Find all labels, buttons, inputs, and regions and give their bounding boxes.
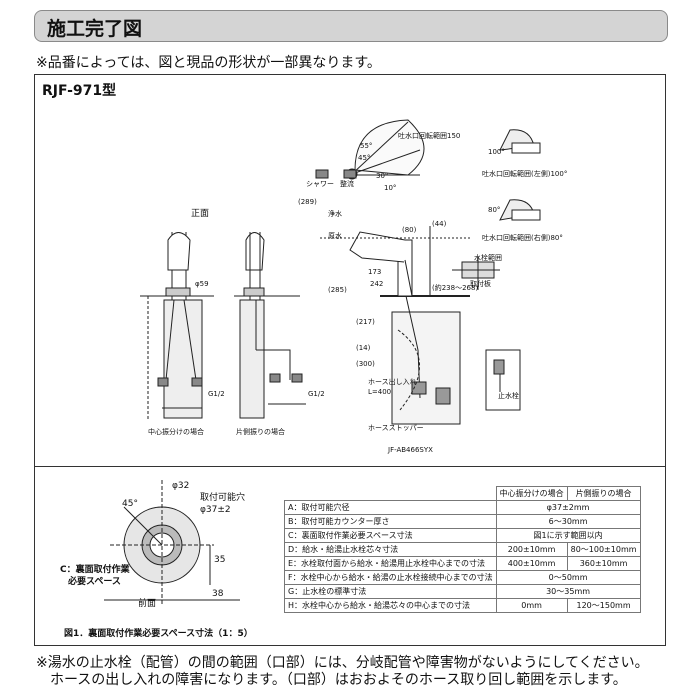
figure1-caption: 図1．裏面取付作業必要スペース寸法（1：5）	[64, 629, 253, 639]
table-row: G：止水栓の標準寸法 30〜35mm	[284, 584, 641, 599]
bottom-note: ※湯水の止水栓（配管）の間の範囲（口部）には、分岐配管や障害物がないようにしてく…	[36, 655, 676, 689]
fig1-dim-35: 35	[214, 555, 225, 565]
rotation-views	[499, 129, 541, 221]
dim-173: 173	[368, 268, 381, 276]
g12-label-2: G1/2	[308, 390, 325, 398]
drawing-frame	[34, 74, 666, 646]
fig1-front: 前面	[138, 597, 156, 609]
center-split-caption: 中心振分けの場合	[148, 427, 204, 436]
variation-note: ※品番によっては、図と現品の形状が一部異なります。	[36, 55, 381, 71]
table-row: A：取付可能穴径 φ37±2mm	[284, 500, 641, 515]
hose-stopper-label: ホースストッパー	[368, 424, 424, 432]
figure1-drawing	[104, 480, 240, 604]
part-number-label: JF-AB466SYX	[387, 446, 433, 454]
section-title: 施工完了図	[47, 18, 143, 40]
spout-rot-150-label: 吐水口回転範囲150	[398, 131, 460, 140]
dim-217: (217)	[356, 318, 375, 326]
side-view	[320, 226, 470, 425]
dim-242: 242	[370, 280, 383, 288]
angle-80-label: 80°	[488, 206, 500, 214]
front-label: 正面	[191, 208, 209, 219]
front-view-center-split	[140, 232, 214, 420]
bottom-note-line2: ホースの出し入れの障害になります。（口部）はおおよそのホース取り回し範囲を示しま…	[50, 672, 627, 688]
shower-label: シャワー	[306, 180, 334, 188]
dim-80: (80)	[402, 226, 417, 234]
front-view-one-side	[234, 232, 306, 419]
angle-100-label: 100°	[488, 148, 505, 156]
water-range-label: 水栓範囲	[474, 253, 502, 262]
dim-14: (14)	[356, 344, 371, 352]
table-row: D：給水・給湯止水栓芯々寸法 200±10mm 80〜100±10mm	[284, 542, 641, 557]
fig1-diameter: φ32	[172, 481, 189, 491]
straight-label: 整流	[340, 179, 354, 188]
hose-range-label: ホース出し入れ	[368, 377, 417, 386]
dim-30: 30°	[376, 172, 388, 180]
col-header-one-side: 片側振りの場合	[566, 486, 641, 501]
d59-label: φ59	[195, 280, 209, 288]
raw-water-label: 原水	[328, 231, 342, 240]
stop-valve-label: 止水栓	[498, 391, 519, 400]
fig1-dim-38: 38	[212, 589, 224, 599]
dim-55: 55°	[360, 142, 372, 150]
dim-10: 10°	[384, 184, 396, 192]
table-row: F：水栓中心から給水・給湯の止水栓接続中心までの寸法 0〜50mm	[284, 570, 641, 585]
table-row: B：取付可能カウンター厚さ 6〜30mm	[284, 514, 641, 529]
stop-valve-detail	[485, 349, 521, 411]
table-row: C：裏面取付作業必要スペース寸法 図1に示す範囲以内	[284, 528, 641, 543]
fig1-angle: 45°	[122, 499, 138, 509]
frame-divider	[34, 466, 666, 467]
dim-289: (289)	[298, 198, 317, 206]
dim-300: (300)	[356, 360, 375, 368]
table-header-row: 中心振分けの場合 片側振りの場合	[284, 486, 641, 501]
dim-44: (44)	[432, 220, 447, 228]
dimension-table: 中心振分けの場合 片側振りの場合 A：取付可能穴径 φ37±2mm B：取付可能…	[284, 486, 641, 613]
col-header-center: 中心振分けの場合	[495, 486, 568, 501]
dim-285: (285)	[328, 286, 347, 294]
fig1-c-label: C：裏面取付作業	[60, 563, 131, 575]
table-row: E：水栓取付面から給水・給湯用止水栓中心までの寸法 400±10mm 360±1…	[284, 556, 641, 571]
one-side-caption: 片側振りの場合	[236, 427, 285, 436]
g12-label-1: G1/2	[208, 390, 225, 398]
fig1-install-hole: 取付可能穴	[200, 491, 245, 503]
fig1-install-hole-dia: φ37±2	[200, 505, 231, 515]
counter-detail	[452, 256, 500, 290]
model-number: RJF-971型	[42, 83, 117, 99]
table-row: H：水栓中心から給水・給湯芯々の中心までの寸法 0mm 120〜150mm	[284, 598, 641, 613]
fig1-c-label2: 必要スペース	[67, 575, 121, 587]
bottom-note-line1: ※湯水の止水栓（配管）の間の範囲（口部）には、分岐配管や障害物がないようにしてく…	[36, 655, 649, 671]
spout-rot-80-label: 吐水口回転範囲(右側)80°	[482, 233, 563, 242]
section-header: 施工完了図	[34, 10, 668, 42]
spout-rot-100-label: 吐水口回転範囲(左側)100°	[482, 169, 567, 178]
l400-label: L=400	[368, 388, 391, 396]
clean-water-label: 浄水	[328, 209, 342, 218]
top-view	[315, 119, 425, 180]
range-dim: (約238〜268)	[432, 283, 478, 292]
dim-45: 45°	[358, 154, 370, 162]
counter-thick-label: 取付板	[470, 279, 491, 288]
